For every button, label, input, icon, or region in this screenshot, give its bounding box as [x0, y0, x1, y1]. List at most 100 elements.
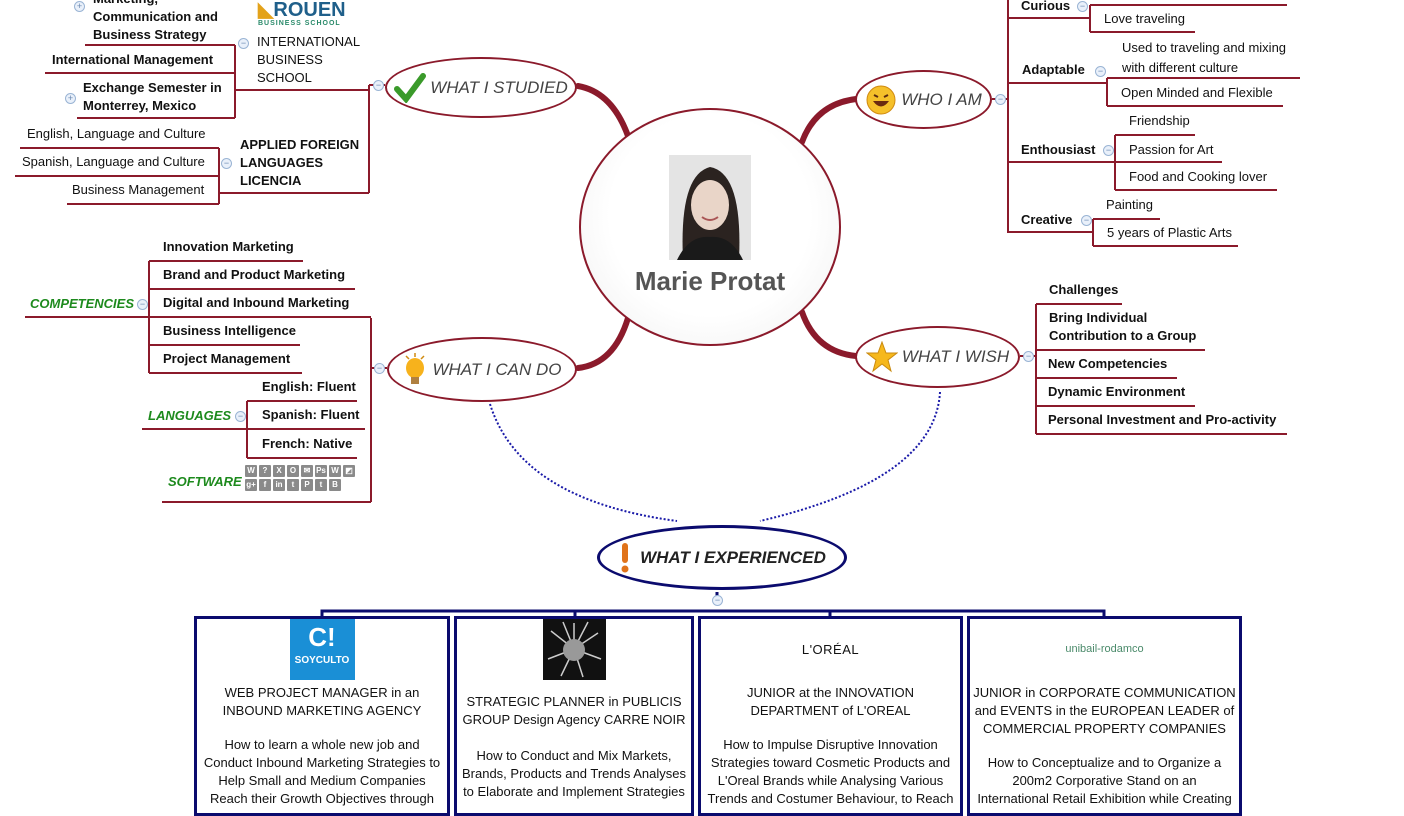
- ibs-item[interactable]: International Management: [52, 52, 214, 67]
- trait-item[interactable]: Open Minded and Flexible: [1121, 85, 1273, 100]
- ibs-item[interactable]: Exchange Semester in Monterrey, Mexico: [83, 80, 222, 113]
- soyculto-logo: C!SOYCULTO: [289, 619, 355, 680]
- outlook-icon: O: [287, 465, 299, 477]
- topic-label: WHAT I CAN DO: [432, 359, 562, 379]
- topic-label: WHAT I EXPERIENCED: [640, 547, 826, 567]
- topic-who-i-am[interactable]: WHO I AM: [855, 70, 992, 129]
- experience-card[interactable]: L'ORÉAL JUNIOR at the INNOVATION DEPARTM…: [698, 616, 963, 816]
- excel-icon: X: [273, 465, 285, 477]
- star-icon: [865, 341, 898, 373]
- google-plus-icon: g+: [245, 479, 257, 491]
- collapse-toggle[interactable]: −: [1095, 66, 1106, 77]
- job-description: How to Conduct and Mix Markets, Brands, …: [461, 748, 686, 799]
- topic-label: WHO I AM: [901, 89, 982, 109]
- trait-adaptable[interactable]: Adaptable: [1022, 62, 1085, 77]
- topic-label: WHAT I STUDIED: [430, 77, 568, 97]
- exclamation-icon: [621, 542, 629, 572]
- collapse-toggle[interactable]: −: [235, 411, 246, 422]
- job-title: STRATEGIC PLANNER in PUBLICIS GROUP Desi…: [462, 694, 686, 727]
- collapse-toggle[interactable]: −: [221, 158, 232, 169]
- afl-label[interactable]: APPLIED FOREIGN LANGUAGES LICENCIA: [240, 137, 360, 188]
- word-icon: W: [245, 465, 257, 477]
- topic-what-i-wish[interactable]: WHAT I WISH: [855, 326, 1020, 388]
- competency-item[interactable]: Brand and Product Marketing: [163, 267, 346, 282]
- afl-item[interactable]: Business Management: [72, 182, 205, 197]
- experience-card[interactable]: unibail-rodamco JUNIOR in CORPORATE COMM…: [967, 616, 1242, 816]
- dotted-links: [489, 391, 941, 522]
- collapse-toggle[interactable]: −: [712, 595, 723, 606]
- language-item[interactable]: English: Fluent: [262, 379, 356, 394]
- experience-card[interactable]: C!SOYCULTO WEB PROJECT MANAGER in an INB…: [194, 616, 450, 816]
- software-label[interactable]: SOFTWARE: [168, 474, 242, 489]
- collapse-toggle[interactable]: −: [1077, 1, 1088, 12]
- topic-what-i-studied[interactable]: WHAT I STUDIED: [385, 57, 577, 118]
- wish-item[interactable]: Personal Investment and Pro-activity: [1048, 412, 1277, 427]
- wish-item[interactable]: New Competencies: [1048, 356, 1168, 371]
- wish-item[interactable]: Dynamic Environment: [1048, 384, 1186, 399]
- topic-what-i-experienced[interactable]: WHAT I EXPERIENCED: [597, 525, 847, 590]
- person-name: Marie Protat: [634, 266, 786, 296]
- unibail-rodamco-logo: unibail-rodamco: [1065, 643, 1144, 655]
- topic-what-i-can-do[interactable]: WHAT I CAN DO: [387, 337, 577, 402]
- checkmark-icon: [394, 72, 427, 103]
- collapse-toggle[interactable]: −: [374, 363, 385, 374]
- experience-card[interactable]: STRATEGIC PLANNER in PUBLICIS GROUP Desi…: [454, 616, 694, 816]
- wish-item[interactable]: Bring Individual Contribution to a Group: [1049, 310, 1197, 343]
- expand-toggle[interactable]: +: [65, 93, 76, 104]
- competencies-label[interactable]: COMPETENCIES: [30, 296, 135, 311]
- collapse-toggle[interactable]: −: [1103, 145, 1114, 156]
- trait-item[interactable]: 5 years of Plastic Arts: [1107, 225, 1232, 240]
- collapse-toggle[interactable]: −: [995, 94, 1006, 105]
- language-item[interactable]: French: Native: [262, 436, 353, 451]
- job-description: How to Impulse Disruptive Innovation Str…: [707, 737, 954, 806]
- trait-item[interactable]: Painting: [1106, 197, 1153, 212]
- trait-item[interactable]: Friendship: [1129, 113, 1190, 128]
- lightbulb-icon: [405, 352, 425, 384]
- language-item[interactable]: Spanish: Fluent: [262, 407, 360, 422]
- trait-item[interactable]: Food and Cooking lover: [1129, 169, 1268, 184]
- job-title: WEB PROJECT MANAGER in an INBOUND MARKET…: [222, 685, 422, 718]
- wordpress-icon: W: [329, 465, 341, 477]
- competency-item[interactable]: Innovation Marketing: [163, 239, 294, 254]
- collapse-toggle[interactable]: −: [238, 38, 249, 49]
- loreal-logo: L'ORÉAL: [801, 642, 860, 657]
- collapse-toggle[interactable]: −: [1023, 351, 1034, 362]
- afl-item[interactable]: Spanish, Language and Culture: [22, 154, 205, 169]
- competency-item[interactable]: Business Intelligence: [163, 323, 296, 338]
- smiley-icon: [866, 85, 896, 114]
- topic-label: WHAT I WISH: [901, 347, 1010, 366]
- job-title: JUNIOR at the INNOVATION DEPARTMENT of L…: [746, 685, 915, 718]
- twitter-icon: t: [287, 479, 299, 491]
- expand-toggle[interactable]: +: [74, 1, 85, 12]
- help-icon: ?: [259, 465, 271, 477]
- wish-item[interactable]: Challenges: [1049, 282, 1119, 297]
- trait-item[interactable]: Love traveling: [1104, 11, 1185, 26]
- collapse-toggle[interactable]: −: [1081, 215, 1092, 226]
- job-description: How to learn a whole new job and Conduct…: [203, 737, 441, 806]
- photoshop-icon: Ps: [315, 465, 327, 477]
- main-branches: [575, 83, 859, 371]
- trait-curious[interactable]: Curious: [1021, 0, 1071, 13]
- profile-photo: [669, 155, 751, 260]
- ibs-item[interactable]: Marketing, Communication and Business St…: [93, 0, 218, 42]
- job-title: JUNIOR in CORPORATE COMMUNICATION and EV…: [973, 685, 1236, 736]
- collapse-toggle[interactable]: −: [373, 80, 384, 91]
- collapse-toggle[interactable]: −: [137, 299, 148, 310]
- trait-item[interactable]: Used to traveling and mixing with differ…: [1122, 40, 1287, 75]
- afl-item[interactable]: English, Language and Culture: [27, 126, 206, 141]
- ibs-label[interactable]: INTERNATIONAL BUSINESS SCHOOL: [257, 34, 361, 85]
- trait-enthousiast[interactable]: Enthousiast: [1021, 142, 1096, 157]
- trait-creative[interactable]: Creative: [1021, 212, 1073, 227]
- pinterest-icon: P: [301, 479, 313, 491]
- trait-item[interactable]: Passion for Art: [1129, 142, 1214, 157]
- tumblr-icon: t: [315, 479, 327, 491]
- linkedin-icon: in: [273, 479, 285, 491]
- facebook-icon: f: [259, 479, 271, 491]
- languages-label[interactable]: LANGUAGES: [148, 408, 232, 423]
- mail-icon: ✉: [301, 465, 313, 477]
- publicis-lion-logo: [542, 619, 606, 680]
- competency-item[interactable]: Project Management: [163, 351, 291, 366]
- competency-item[interactable]: Digital and Inbound Marketing: [163, 295, 350, 310]
